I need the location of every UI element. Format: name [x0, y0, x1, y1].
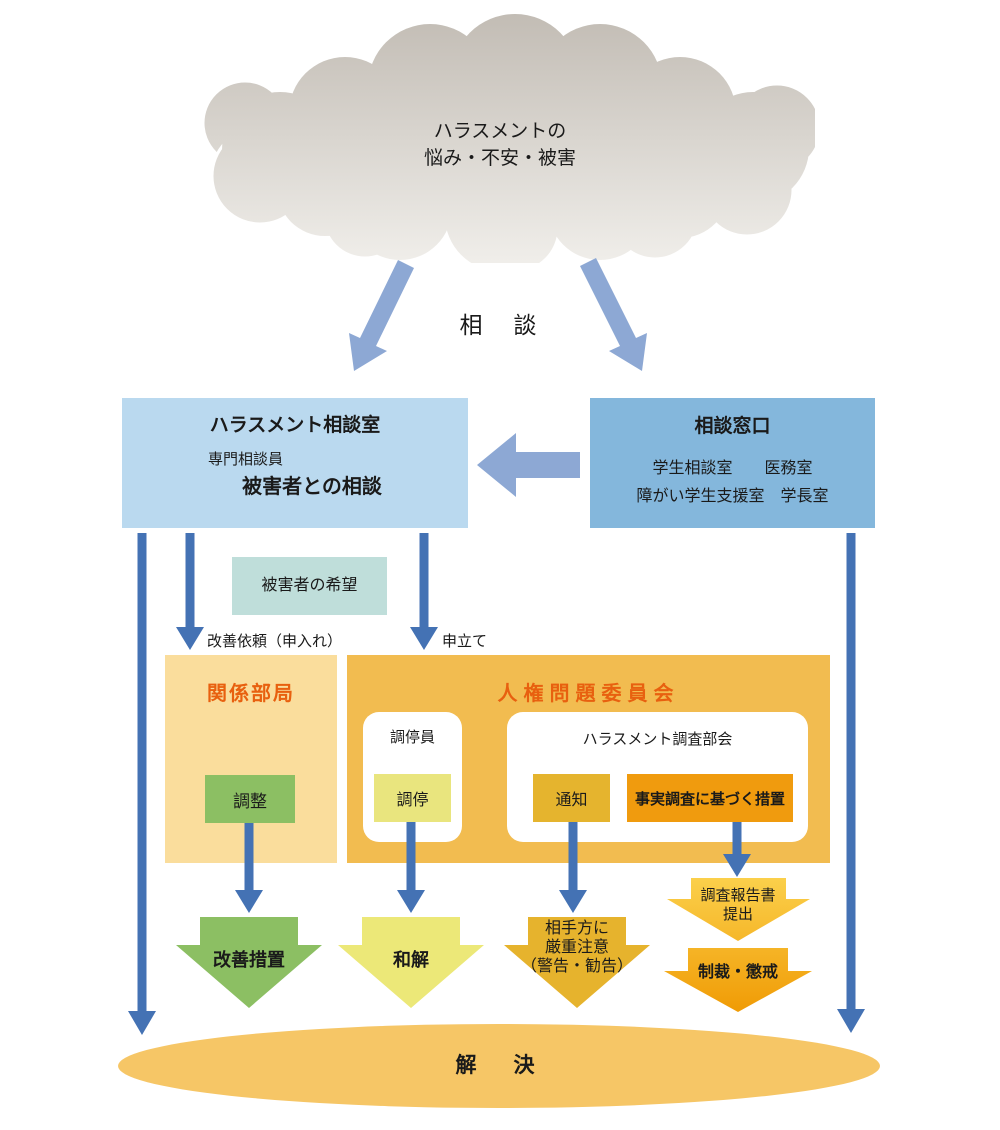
- warning-line3: （警告・勧告）: [520, 958, 633, 975]
- notice-chip: 通知: [533, 774, 610, 822]
- wish-label: 被害者の希望: [261, 577, 358, 594]
- improvement-label: 改善措置: [213, 950, 285, 970]
- resolution-label: 解 決: [455, 1054, 543, 1077]
- room-body: 被害者との相談: [242, 476, 382, 498]
- report-line2: 提出: [722, 906, 753, 923]
- room-to-departments-arrow-icon: [176, 533, 204, 650]
- investigation-card: ハラスメント調査部会 通知 事実調査に基づく措置: [507, 712, 808, 842]
- harassment-consultation-room-box: ハラスメント相談室 専門相談員 被害者との相談: [122, 398, 468, 528]
- desk-title: 相談窓口: [694, 416, 771, 437]
- sanction-label: 制裁・懲戒: [697, 964, 778, 981]
- consult-arrow-right-icon: [580, 258, 647, 371]
- desk-line1: 学生相談室 医務室: [652, 460, 813, 477]
- report-label: 調査報告書 提出: [678, 886, 798, 924]
- dept-title: 関係部局: [207, 683, 295, 705]
- committee-title: 人権問題委員会: [497, 683, 680, 705]
- desk-to-room-arrow-icon: [477, 433, 580, 497]
- desk-line2: 障がい学生支援室 学長室: [636, 488, 829, 505]
- warning-line1: 相手方に: [544, 920, 609, 937]
- human-rights-committee-box: 人権問題委員会 調停員 調停 ハラスメント調査部会 通知 事実調査に基づく措置: [347, 655, 830, 863]
- cloud-text-line2: 悩み・不安・被害: [423, 148, 576, 169]
- room-subtitle: 専門相談員: [208, 451, 284, 468]
- mediation-chip: 調停: [374, 774, 451, 822]
- room-to-resolution-arrow-icon: [128, 533, 156, 1035]
- resolution-ellipse: 解 決: [118, 1024, 880, 1108]
- mediator-title: 調停員: [389, 729, 435, 746]
- cloud-text: ハラスメントの 悩み・不安・被害: [350, 118, 650, 172]
- warning-label: 相手方に 厳重注意 （警告・勧告）: [505, 919, 649, 976]
- improvement-request-label: 改善依頼（申入れ）: [207, 633, 343, 650]
- measure-chip: 事実調査に基づく措置: [627, 774, 793, 822]
- cloud-text-line1: ハラスメントの: [433, 121, 567, 142]
- room-title: ハラスメント相談室: [209, 415, 381, 436]
- investigation-title: ハラスメント調査部会: [582, 731, 733, 748]
- report-line1: 調査報告書: [700, 887, 776, 904]
- related-departments-box: 関係部局 調整: [165, 655, 337, 863]
- adjustment-chip: 調整: [205, 775, 295, 823]
- room-to-committee-arrow-icon: [410, 533, 438, 650]
- victim-wish-box: 被害者の希望: [232, 557, 387, 615]
- desk-to-resolution-arrow-icon: [837, 533, 865, 1033]
- claim-label: 申立て: [442, 633, 488, 650]
- consult-label: 相 談: [459, 312, 541, 338]
- settlement-label: 和解: [393, 950, 429, 970]
- warning-line2: 厳重注意: [544, 939, 609, 956]
- consultation-desk-box: 相談窓口 学生相談室 医務室 障がい学生支援室 学長室: [590, 398, 875, 528]
- mediator-card: 調停員 調停: [363, 712, 462, 842]
- consult-arrow-left-icon: [349, 260, 414, 371]
